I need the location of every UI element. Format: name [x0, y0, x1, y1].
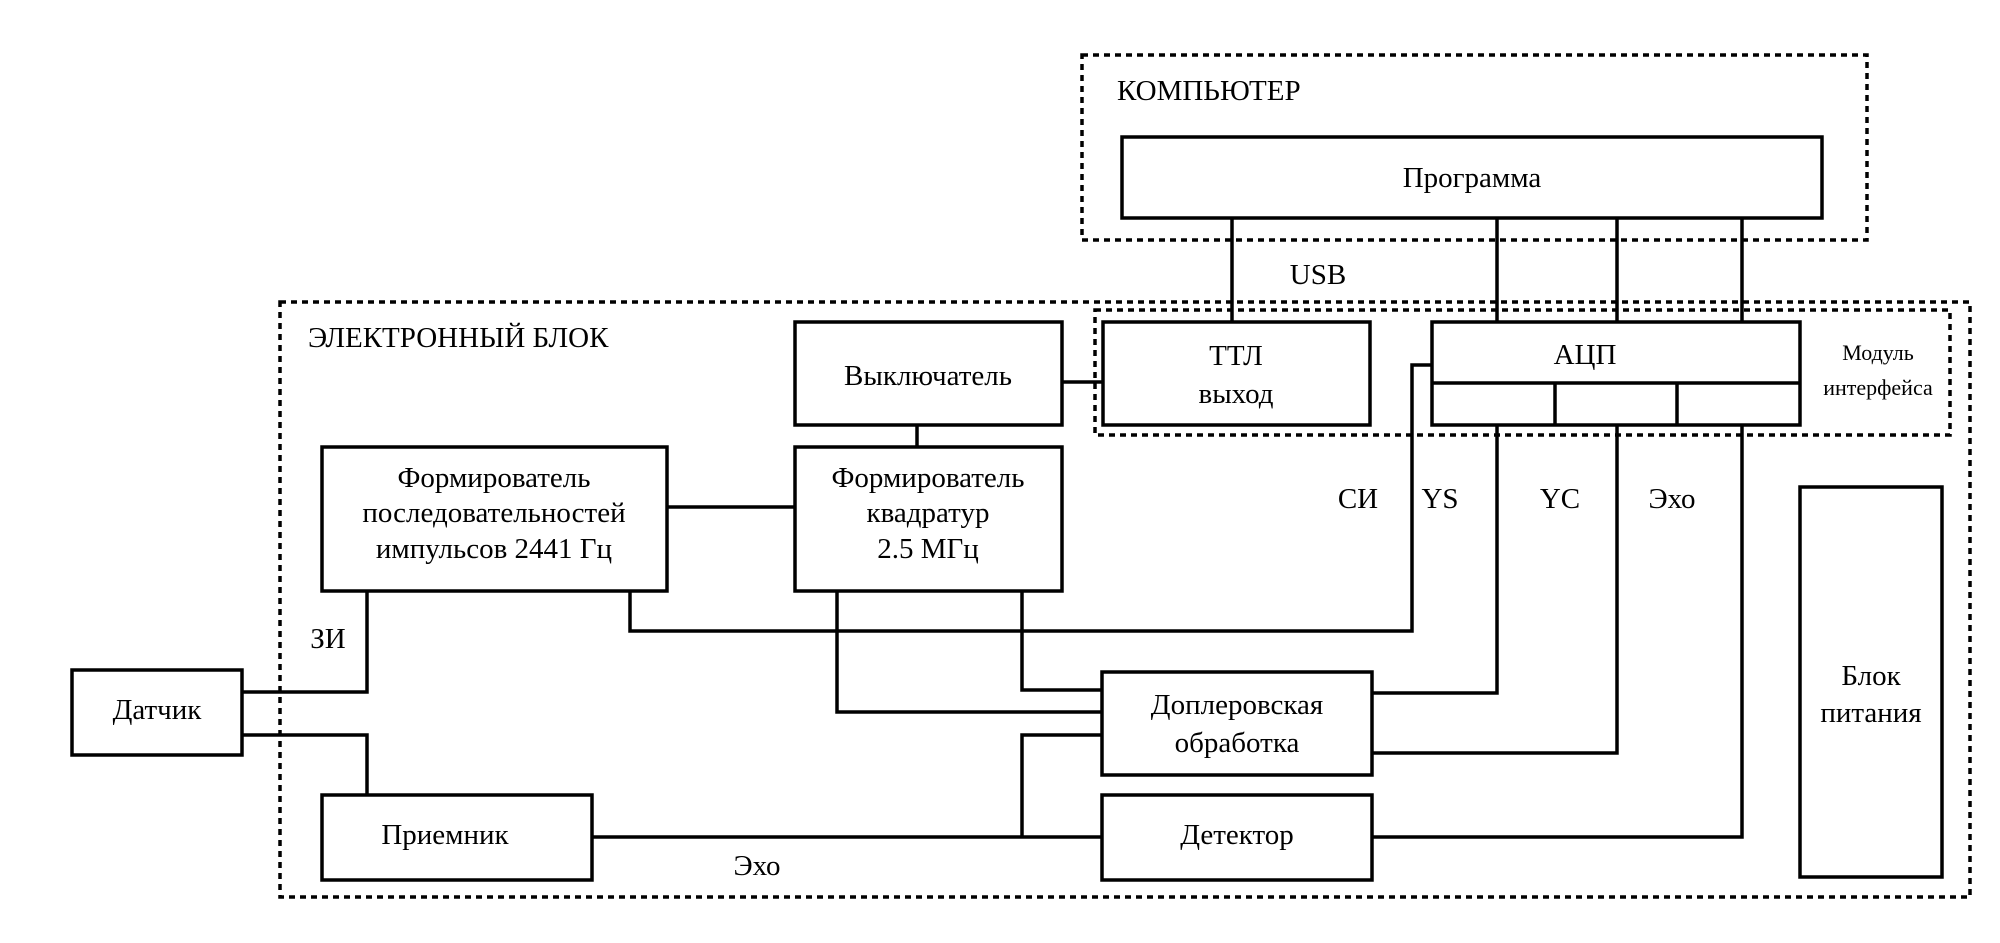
- pulse-sequence-former-block: Формирователь последовательностей импуль…: [320, 445, 669, 593]
- ys-signal-label: YS: [1421, 483, 1458, 515]
- doppler-processing-block: Доплеровская обработка: [1100, 670, 1374, 777]
- doppler-label-line1: Доплеровская: [1151, 689, 1323, 721]
- interface-module-frame: [1093, 308, 1952, 437]
- yc-signal-label: YC: [1540, 483, 1580, 515]
- adc-label: АЦП: [1554, 339, 1617, 371]
- quadrature-former-label-line1: Формирователь: [831, 462, 1024, 494]
- connection-wires: [242, 218, 1744, 839]
- switch-label: Выключатель: [844, 360, 1012, 392]
- quadrature-former-label-line3: 2.5 МГц: [877, 533, 979, 565]
- pulse-former-label-line2: последовательностей: [362, 497, 625, 529]
- ttl-output-label-line1: ТТЛ: [1209, 340, 1263, 372]
- power-supply-label-line2: питания: [1820, 697, 1921, 729]
- electronic-block-frame: [278, 300, 1972, 899]
- interface-module-label-line2: интерфейса: [1823, 375, 1933, 400]
- ttl-output-block: ТТЛ выход: [1101, 320, 1372, 427]
- echo-signal-label-top: Эхо: [1648, 483, 1695, 515]
- receiver-label: Приемник: [381, 819, 509, 851]
- sensor-block: Датчик: [70, 668, 244, 757]
- sensor-label: Датчик: [113, 694, 203, 726]
- usb-label: USB: [1290, 259, 1346, 291]
- pulse-former-label-line3: импульсов 2441 Гц: [376, 533, 612, 565]
- detector-label: Детектор: [1180, 819, 1294, 851]
- adc-block: АЦП: [1430, 320, 1802, 427]
- interface-module-label-line1: Модуль: [1842, 340, 1914, 365]
- doppler-label-line2: обработка: [1175, 727, 1300, 759]
- power-supply-block: Блок питания: [1798, 485, 1944, 879]
- ttl-output-label-line2: выход: [1199, 378, 1274, 410]
- quadrature-former-block: Формирователь квадратур 2.5 МГц: [793, 445, 1064, 593]
- program-label: Программа: [1403, 162, 1542, 194]
- quadrature-former-label-line2: квадратур: [867, 497, 990, 529]
- power-supply-label-line1: Блок: [1841, 660, 1901, 692]
- si-signal-label: СИ: [1338, 483, 1378, 515]
- detector-block: Детектор: [1100, 793, 1374, 882]
- program-block: Программа: [1120, 135, 1824, 220]
- zi-signal-label: ЗИ: [310, 623, 346, 655]
- echo-signal-label-bottom: Эхо: [733, 850, 780, 882]
- receiver-block: Приемник: [320, 793, 594, 882]
- pulse-former-label-line1: Формирователь: [397, 462, 590, 494]
- switch-block: Выключатель: [793, 320, 1064, 427]
- computer-group-title: КОМПЬЮТЕР: [1117, 75, 1301, 107]
- electronic-block-title: ЭЛЕКТРОННЫЙ БЛОК: [308, 322, 609, 354]
